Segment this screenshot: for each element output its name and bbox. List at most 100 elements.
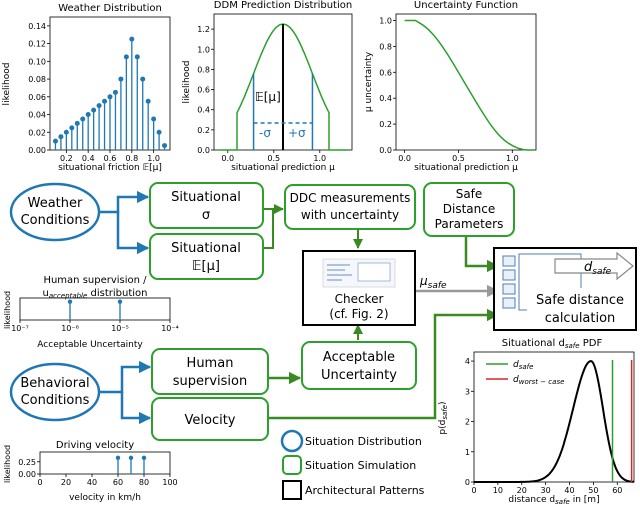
ddm-mean-label: 𝔼[μ] (255, 90, 281, 104)
human-stems (67, 299, 123, 320)
weather-marker (58, 134, 64, 140)
ddm-minus-sigma-label: -σ (259, 126, 271, 140)
weather-marker (112, 89, 118, 95)
legend: Situation Distribution Situation Simulat… (280, 429, 425, 500)
checker-thumbnail-panel (357, 262, 391, 282)
weather-y-ticks: 0.000.020.040.060.080.100.120.14 (28, 22, 50, 155)
velocity-label: Velocity (185, 413, 236, 428)
human-marker (67, 299, 73, 304)
uncertainty-y-ticks: 0.00.20.40.60.81.0 (379, 16, 396, 155)
ddc-line1: DDC measurements (290, 191, 411, 205)
weather-marker (52, 138, 58, 144)
safe-distance-calculation-node: dsafe Safe distance calculation (493, 247, 637, 331)
weather-conditions-line1: Weather (28, 196, 83, 211)
weather-marker (156, 129, 162, 135)
uncertainty-y-tick-label: 0.2 (379, 120, 392, 129)
velocity-stems (115, 455, 147, 474)
weather-marker (85, 112, 91, 118)
human-supervision-node: Human supervision (151, 348, 269, 395)
calculation-line2: calculation (545, 311, 616, 326)
weather-y-tick-label: 0.14 (28, 22, 46, 31)
arrow-behavioral-to-human (99, 360, 152, 394)
weather-y-label: likelihood (2, 63, 12, 106)
checker-thumbnail (322, 258, 396, 288)
pdf-x-tick-label: 0 (471, 486, 476, 495)
velocity-x-tick-label: 60 (113, 478, 123, 487)
mu-safe-label: μsafe (419, 274, 447, 291)
pdf-curve (474, 360, 635, 483)
pdf-y-tick-label: 3 (465, 387, 470, 396)
situational-mean-line1: Situational (171, 241, 241, 256)
ddm-chart: DDM Prediction Distribution 0.00.20.40.6… (182, 0, 353, 173)
behavioral-conditions-node: Behavioral Conditions (9, 362, 101, 422)
flow-arrows (99, 190, 500, 425)
situational-sigma-line1: Situational (171, 190, 241, 205)
acceptable-uncertainty-node: Acceptable Uncertainty (301, 341, 417, 390)
velocity-x-tick-label: 20 (61, 478, 71, 487)
situational-sigma-box (149, 182, 264, 229)
pdf-y-tick-label: 0 (465, 478, 470, 487)
weather-marker (63, 129, 69, 135)
situational-mean-line2: 𝔼[μ] (192, 259, 220, 274)
arrow-params-to-calculation (464, 236, 500, 273)
arrow-velocity-to-calculation (268, 308, 500, 420)
situational-mean-box (149, 233, 264, 280)
arrow-weather-to-mean (116, 212, 150, 255)
velocity-y-label: likelihood (3, 445, 12, 483)
arrow-weather-to-sigma (99, 190, 150, 214)
checker-line1: Checker (335, 292, 384, 306)
ddm-x-tick-label: 1.0 (313, 154, 326, 163)
behavioral-conditions-line2: Conditions (21, 393, 90, 408)
weather-x-tick-label: 0.8 (125, 154, 138, 163)
uncertainty-x-tick-label: 1.0 (506, 154, 519, 163)
uncertainty-y-label: μ uncertainty (364, 51, 374, 112)
human-x-tick-label: 10⁻⁵ (111, 324, 129, 333)
weather-y-tick-label: 0.00 (28, 146, 46, 155)
ddm-y-tick-label: 0.8 (197, 65, 210, 74)
weather-marker (145, 98, 151, 104)
legend-situation-distribution-label: Situation Distribution (305, 435, 422, 448)
pdf-x-label: distance dsafe in [m] (508, 495, 599, 506)
calculation-input-port (502, 255, 516, 267)
weather-x-tick-label: 1.0 (147, 154, 160, 163)
ddm-x-tick-label: 0.5 (267, 154, 280, 163)
uncertainty-y-tick-label: 0.0 (379, 146, 392, 155)
human-marker (117, 299, 123, 304)
weather-marker (74, 120, 80, 126)
velocity-node: Velocity (151, 397, 269, 441)
acceptable-uncertainty-line1: Acceptable (323, 350, 395, 365)
weather-y-tick-label: 0.02 (28, 128, 46, 137)
ddm-y-label: likelihood (182, 61, 192, 104)
human-supervision-box (151, 348, 269, 395)
safe-params-line1: Safe (456, 187, 483, 201)
weather-marker (140, 76, 146, 82)
weather-marker (151, 116, 157, 122)
weather-stems (52, 36, 168, 150)
pdf-y-tick-label: 4 (465, 357, 470, 366)
legend-situation-simulation-icon (282, 455, 302, 475)
weather-marker (80, 116, 86, 122)
calculation-thumbnail (502, 251, 634, 311)
velocity-x-tick-label: 40 (87, 478, 97, 487)
ddc-box (284, 184, 416, 230)
weather-marker (162, 143, 168, 149)
ddm-y-ticks: 0.00.20.40.60.81.01.2 (197, 25, 214, 155)
human-supervision-line1: Human (187, 356, 234, 371)
uncertainty-y-tick-label: 0.4 (379, 94, 392, 103)
weather-x-tick-label: 0.2 (60, 154, 73, 163)
pdf-chart-title: Situational dsafe PDF (502, 338, 603, 350)
weather-marker (118, 76, 124, 82)
ddm-y-tick-label: 0.2 (197, 126, 210, 135)
human-y-label: likelihood (3, 291, 12, 329)
velocity-y-tick-label: 0.00 (18, 470, 36, 479)
weather-chart-title: Weather Distribution (58, 3, 162, 14)
human-x-tick-label: 10⁻⁴ (161, 324, 179, 333)
ddc-line2: with uncertainty (301, 208, 399, 222)
human-supervision-line2: supervision (173, 374, 248, 389)
human-x-tick-label: 10⁻⁶ (61, 324, 79, 333)
